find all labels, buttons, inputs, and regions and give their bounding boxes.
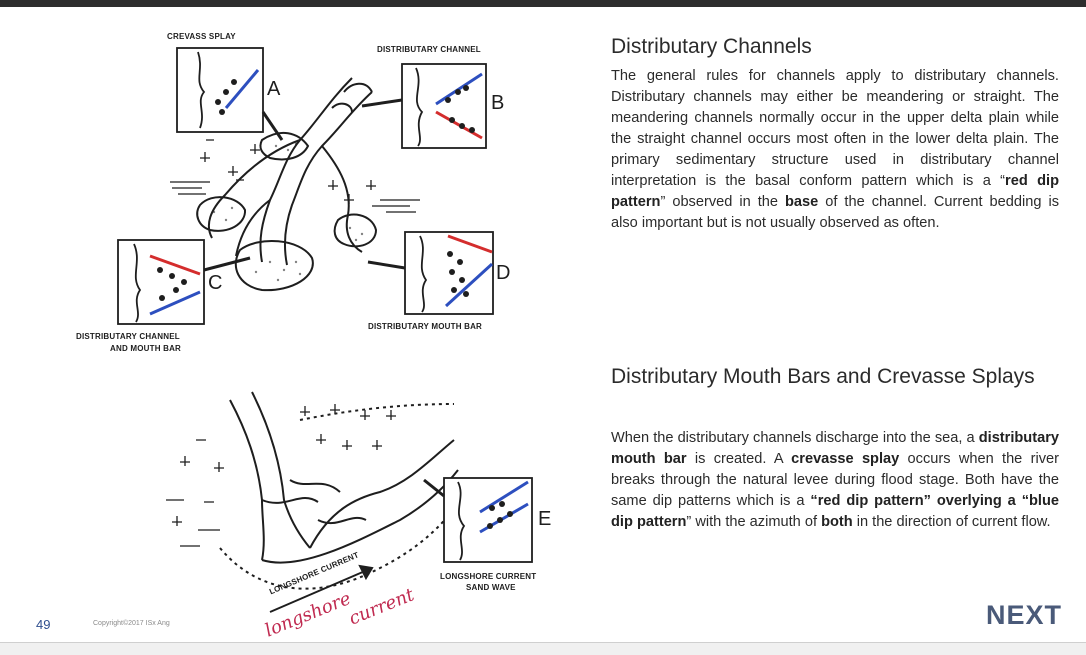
label-distributary-mouth-bar: DISTRIBUTARY MOUTH BAR	[368, 322, 482, 331]
letter-a: A	[267, 78, 280, 101]
mouth-bar-outline	[236, 241, 313, 290]
label-longshore-current-sand-wave-line2: SAND WAVE	[466, 583, 516, 592]
letter-d: D	[496, 262, 510, 285]
copyright-notice: Copyright©2017 ISx Ang	[93, 620, 170, 627]
inset-d	[368, 232, 493, 314]
label-crevass-splay: CREVASS SPLAY	[167, 32, 236, 41]
para2-text-4: ” with the azimuth of	[686, 514, 821, 530]
bar-outline	[335, 215, 376, 247]
channel-branch-3	[236, 200, 270, 256]
para1-bold-base: base	[785, 194, 818, 210]
label-distributary-channel: DISTRIBUTARY CHANNEL	[377, 45, 481, 54]
label-longshore-current-sand-wave-line1: LONGSHORE CURRENT	[440, 572, 536, 581]
para1-text-2: ” observed in the	[660, 194, 785, 210]
para1-text-1: The general rules for channels apply to …	[611, 68, 1059, 189]
letter-b: B	[491, 92, 504, 115]
next-logo: NEXT	[986, 600, 1062, 631]
para2-bold-both: both	[821, 514, 853, 530]
paragraph-distributary-channels: The general rules for channels apply to …	[611, 66, 1059, 234]
river-bank	[285, 92, 372, 265]
label-distributary-channel-mouth-bar-line2: AND MOUTH BAR	[110, 344, 181, 353]
page-number: 49	[36, 617, 50, 632]
paragraph-mouth-bars: When the distributary channels discharge…	[611, 428, 1059, 533]
heading-mouth-bars-crevasse-splays: Distributary Mouth Bars and Crevasse Spl…	[611, 364, 1059, 389]
para2-text-2: is created. A	[687, 451, 792, 467]
para2-text-5: in the direction of current flow.	[853, 514, 1051, 530]
para2-text-1: When the distributary channels discharge…	[611, 430, 979, 446]
inset-b	[362, 64, 486, 148]
splay-outline-2	[197, 197, 245, 231]
letter-e: E	[538, 508, 551, 531]
bottom-rule	[0, 642, 1086, 655]
heading-distributary-channels: Distributary Channels	[611, 34, 1059, 59]
para2-bold-crevasse-splay: crevasse splay	[791, 451, 899, 467]
inset-c	[118, 240, 250, 324]
label-distributary-channel-mouth-bar-line1: DISTRIBUTARY CHANNEL	[76, 332, 180, 341]
letter-c: C	[208, 272, 222, 295]
channel-branch-2	[322, 146, 362, 252]
